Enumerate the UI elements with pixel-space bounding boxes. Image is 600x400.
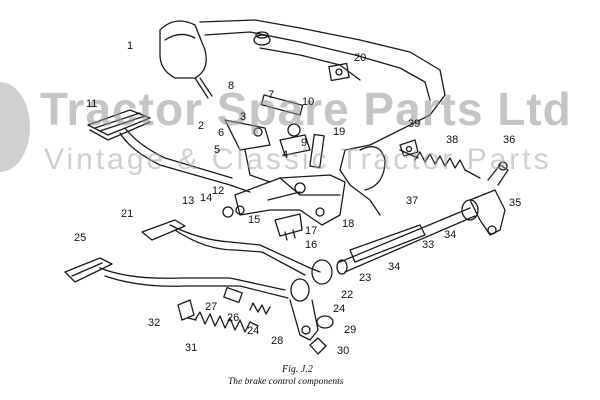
callout-2: 2 xyxy=(198,120,205,132)
callout-14: 14 xyxy=(200,192,213,204)
callout-17: 17 xyxy=(305,225,318,237)
callout-29: 29 xyxy=(344,324,357,336)
gearbox-housing xyxy=(199,19,446,216)
callout-15: 15 xyxy=(248,214,261,226)
callout-18: 18 xyxy=(342,218,355,230)
callout-36: 36 xyxy=(503,134,516,146)
part-31-spring xyxy=(187,311,259,333)
callout-38: 38 xyxy=(446,134,459,146)
watermark-subtitle: Vintage & Classic Tractor Parts xyxy=(44,143,552,176)
callout-21: 21 xyxy=(121,208,134,220)
lower-linkage xyxy=(223,259,334,355)
callout-3: 3 xyxy=(240,111,247,123)
part-25-pedal xyxy=(64,257,289,299)
callout-6: 6 xyxy=(218,127,225,139)
callout-25: 25 xyxy=(74,232,87,244)
callout-35: 35 xyxy=(509,197,522,209)
callout-4: 4 xyxy=(282,149,289,161)
callout-11: 11 xyxy=(86,98,98,110)
callout-39: 39 xyxy=(408,118,421,130)
callout-24a: 24 xyxy=(333,303,346,315)
part-33-cross-shaft xyxy=(336,199,479,275)
callout-12: 12 xyxy=(212,185,225,197)
callout-31: 31 xyxy=(185,342,198,354)
callout-5: 5 xyxy=(214,144,221,156)
part-35-lever xyxy=(469,161,509,236)
callout-8: 8 xyxy=(228,80,235,92)
part-38-spring xyxy=(399,139,481,179)
callout-28: 28 xyxy=(271,335,284,347)
central-bracket xyxy=(222,174,346,241)
callout-9: 9 xyxy=(301,137,308,149)
part-20-bolt xyxy=(328,62,350,82)
callout-23: 23 xyxy=(359,272,372,284)
figure-number: Fig. J.2 xyxy=(282,364,313,375)
linkage-cluster xyxy=(224,94,325,183)
callout-27: 27 xyxy=(205,301,218,313)
watermark-title: Tractor Spare Parts Ltd xyxy=(40,83,572,135)
callout-34a: 34 xyxy=(388,261,401,273)
callout-33: 33 xyxy=(422,239,435,251)
callout-7: 7 xyxy=(268,89,275,101)
callout-16: 16 xyxy=(305,239,318,251)
callout-32: 32 xyxy=(148,317,161,329)
callout-1: 1 xyxy=(127,40,134,52)
part-21-pedal xyxy=(141,219,321,276)
callout-13: 13 xyxy=(182,195,195,207)
callout-37: 37 xyxy=(406,195,419,207)
figure-caption: The brake control components xyxy=(228,377,344,387)
part-1-cover xyxy=(159,20,213,99)
part-11-pedal xyxy=(87,109,251,193)
callout-10: 10 xyxy=(302,96,315,108)
callout-22: 22 xyxy=(341,289,354,301)
callout-26: 26 xyxy=(227,312,240,324)
callout-24b: 24 xyxy=(247,325,260,337)
callout-34b: 34 xyxy=(444,229,457,241)
callout-20: 20 xyxy=(354,52,367,64)
callout-30: 30 xyxy=(337,345,350,357)
callout-19: 19 xyxy=(333,126,346,138)
part-32-clip xyxy=(177,299,195,321)
